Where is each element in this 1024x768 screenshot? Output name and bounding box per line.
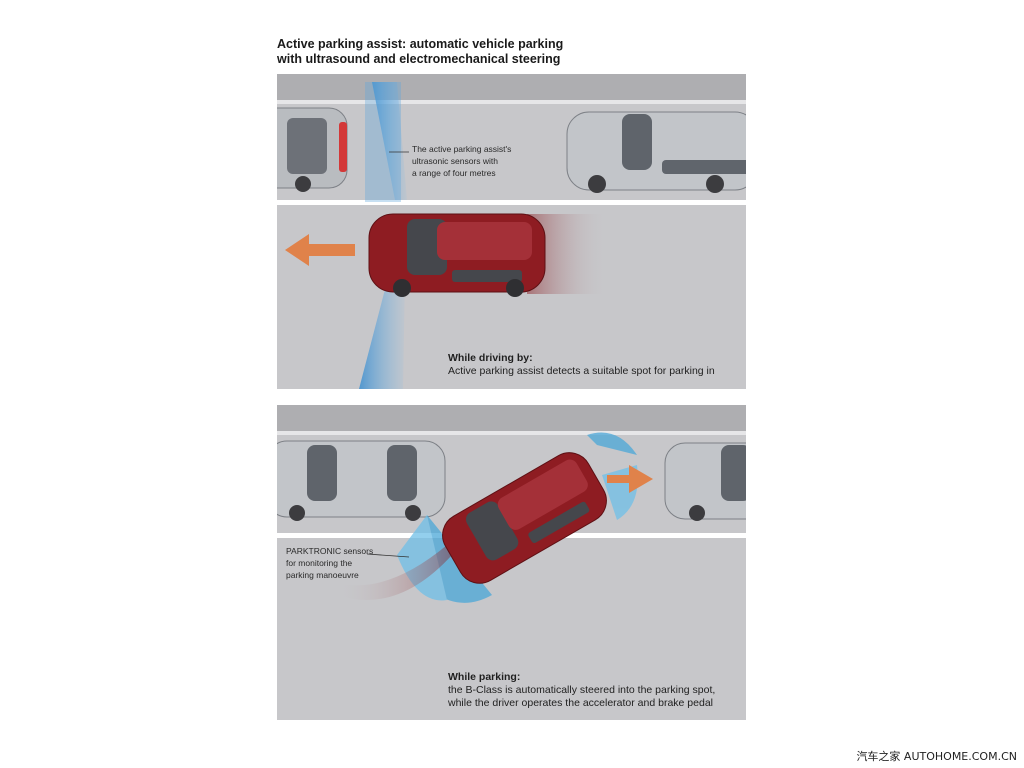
caption-text: the B-Class is automatically steered int…	[448, 684, 716, 696]
callout-line: The active parking assist's	[412, 144, 512, 154]
parked-car-left	[277, 107, 348, 192]
curb	[277, 405, 746, 435]
sensor-beam-lower	[359, 274, 405, 389]
callout-leader	[366, 553, 410, 558]
motion-blur	[337, 545, 452, 600]
red-car-parking	[442, 452, 607, 584]
callout-line: parking manoeuvre	[286, 570, 359, 580]
parked-car-right	[664, 442, 746, 521]
lane-line	[277, 200, 746, 205]
curb	[277, 74, 746, 104]
caption-heading: While parking:	[448, 671, 521, 683]
sensor-range-callout: The active parking assist's ultrasonic s…	[412, 143, 511, 179]
callout-line: for monitoring the	[286, 558, 353, 568]
watermark: 汽车之家 AUTOHOME.COM.CN	[856, 750, 1017, 763]
parking-caption: While parking: the B-Class is automatica…	[448, 671, 715, 710]
parktronic-callout: PARKTRONIC sensors for monitoring the pa…	[286, 545, 373, 581]
red-car-driving	[368, 213, 546, 297]
diagram-title: Active parking assist: automatic vehicle…	[277, 37, 563, 67]
panel-parking: PARKTRONIC sensors for monitoring the pa…	[277, 405, 746, 720]
sensor-beam-upper	[372, 82, 407, 200]
parked-car-left	[277, 440, 446, 521]
title-line-1: Active parking assist: automatic vehicle…	[277, 37, 564, 51]
callout-line: a range of four metres	[412, 168, 496, 178]
callout-line: PARKTRONIC sensors	[286, 546, 374, 556]
caption-text: while the driver operates the accelerato…	[448, 697, 713, 709]
title-line-2: with ultrasound and electromechanical st…	[277, 52, 561, 66]
direction-arrow	[607, 465, 653, 493]
driving-by-caption: While driving by: Active parking assist …	[448, 352, 715, 378]
caption-text: Active parking assist detects a suitable…	[448, 365, 715, 377]
direction-arrow	[285, 234, 355, 266]
parking-illustration	[277, 405, 746, 720]
caption-heading: While driving by:	[448, 352, 533, 364]
parked-car-right	[566, 111, 746, 193]
callout-line: ultrasonic sensors with	[412, 156, 498, 166]
driving-by-illustration	[277, 74, 746, 389]
panel-driving-by: The active parking assist's ultrasonic s…	[277, 74, 746, 389]
